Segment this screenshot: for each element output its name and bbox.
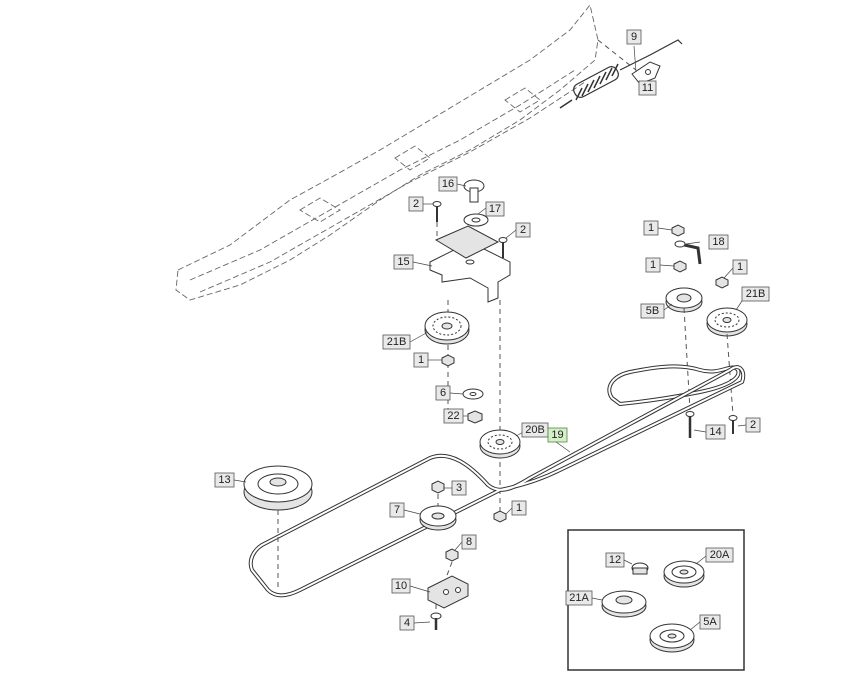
- svg-text:5B: 5B: [646, 305, 659, 317]
- svg-text:20A: 20A: [710, 549, 730, 561]
- washer-17: [463, 213, 489, 227]
- idler-pulley-20b: [479, 429, 521, 459]
- idler-pulley-21b-left: [424, 311, 470, 345]
- idler-pulley-21b-right: [706, 307, 748, 337]
- svg-text:14: 14: [709, 426, 721, 438]
- callout-1: 1: [511, 500, 527, 516]
- svg-text:21B: 21B: [387, 336, 407, 348]
- callout-7: 7: [389, 502, 405, 518]
- callout-8: 8: [461, 534, 477, 550]
- callout-21b: 21B: [741, 286, 770, 302]
- spindle-pulley-13: [243, 465, 313, 511]
- callout-19: 19: [547, 427, 568, 443]
- svg-text:19: 19: [551, 429, 563, 441]
- svg-text:1: 1: [648, 222, 654, 234]
- svg-text:18: 18: [712, 236, 724, 248]
- pulley-7: [419, 505, 457, 531]
- carriage-bolt-16: [463, 179, 485, 203]
- pulley-21a: [601, 590, 647, 618]
- pulley-5a: [649, 623, 695, 653]
- svg-text:22: 22: [447, 410, 459, 422]
- callout-2: 2: [515, 222, 531, 238]
- svg-text:2: 2: [520, 224, 526, 236]
- svg-text:16: 16: [442, 178, 454, 190]
- callout-18: 18: [708, 234, 729, 250]
- svg-text:11: 11: [642, 82, 653, 94]
- callout-1: 1: [645, 257, 661, 273]
- callout-15: 15: [393, 254, 414, 270]
- svg-text:21B: 21B: [746, 288, 766, 300]
- callout-17: 17: [485, 201, 505, 217]
- svg-text:2: 2: [413, 198, 419, 210]
- svg-text:17: 17: [489, 203, 501, 215]
- svg-text:1: 1: [650, 259, 656, 271]
- svg-text:1: 1: [737, 261, 743, 273]
- bolt-4: [430, 612, 442, 630]
- svg-text:10: 10: [395, 580, 407, 592]
- nut-22: [467, 410, 483, 424]
- svg-text:4: 4: [404, 617, 410, 629]
- bolt-14: [685, 411, 695, 438]
- callout-12: 12: [605, 552, 625, 568]
- callout-14: 14: [705, 424, 726, 440]
- svg-text:13: 13: [218, 474, 230, 486]
- callout-20b: 20B: [521, 422, 549, 438]
- leader-lines: [233, 45, 747, 631]
- callout-4: 4: [399, 615, 415, 631]
- svg-text:1: 1: [418, 354, 424, 366]
- svg-text:1: 1: [516, 502, 522, 514]
- callout-5b: 5B: [640, 303, 665, 319]
- pivot-pin-18: [674, 240, 702, 265]
- callout-1: 1: [732, 259, 748, 275]
- svg-text:2: 2: [750, 419, 756, 431]
- callout-2: 2: [408, 196, 424, 212]
- svg-text:15: 15: [397, 256, 409, 268]
- svg-text:21A: 21A: [569, 592, 589, 604]
- callout-2: 2: [745, 417, 761, 433]
- callout-1: 1: [413, 352, 429, 368]
- nut-1-right-mid: [673, 260, 687, 273]
- callout-11: 11: [638, 80, 657, 96]
- svg-text:12: 12: [609, 554, 621, 566]
- svg-text:5A: 5A: [703, 616, 717, 628]
- callout-21b: 21B: [382, 334, 411, 350]
- callout-22: 22: [443, 408, 464, 424]
- callout-3: 3: [451, 480, 467, 496]
- nut-1-mid: [493, 510, 507, 523]
- callout-16: 16: [438, 176, 458, 192]
- callout-9: 9: [626, 29, 642, 45]
- nut-1-right-top: [671, 224, 685, 237]
- callout-5a: 5A: [699, 614, 721, 630]
- callout-1: 1: [643, 220, 659, 236]
- callout-13: 13: [214, 472, 235, 488]
- svg-text:7: 7: [394, 504, 400, 516]
- idler-bracket: [429, 225, 511, 303]
- svg-text:20B: 20B: [525, 424, 545, 436]
- cap-12: [631, 562, 649, 575]
- svg-text:6: 6: [440, 387, 446, 399]
- callout-20a: 20A: [705, 547, 734, 563]
- bolt-2-right: [728, 415, 738, 434]
- svg-text:9: 9: [631, 31, 637, 43]
- nut-1-right-far: [715, 276, 729, 289]
- svg-text:3: 3: [456, 482, 462, 494]
- main-drive-belt: [248, 365, 746, 598]
- pulley-5b: [665, 287, 703, 313]
- bracket-10: [427, 575, 469, 609]
- nut-3: [431, 480, 445, 494]
- nut-8: [445, 548, 459, 562]
- callout-21a: 21A: [565, 590, 593, 606]
- callout-10: 10: [391, 578, 411, 594]
- bolt-2-upper-left: [432, 201, 442, 222]
- tension-spring: [559, 39, 683, 109]
- bolt-2-upper-right: [498, 237, 508, 258]
- nut-1-left: [441, 354, 455, 367]
- svg-text:8: 8: [466, 536, 472, 548]
- washer-6: [462, 388, 484, 400]
- pulley-20a: [663, 560, 705, 588]
- callout-6: 6: [435, 385, 451, 401]
